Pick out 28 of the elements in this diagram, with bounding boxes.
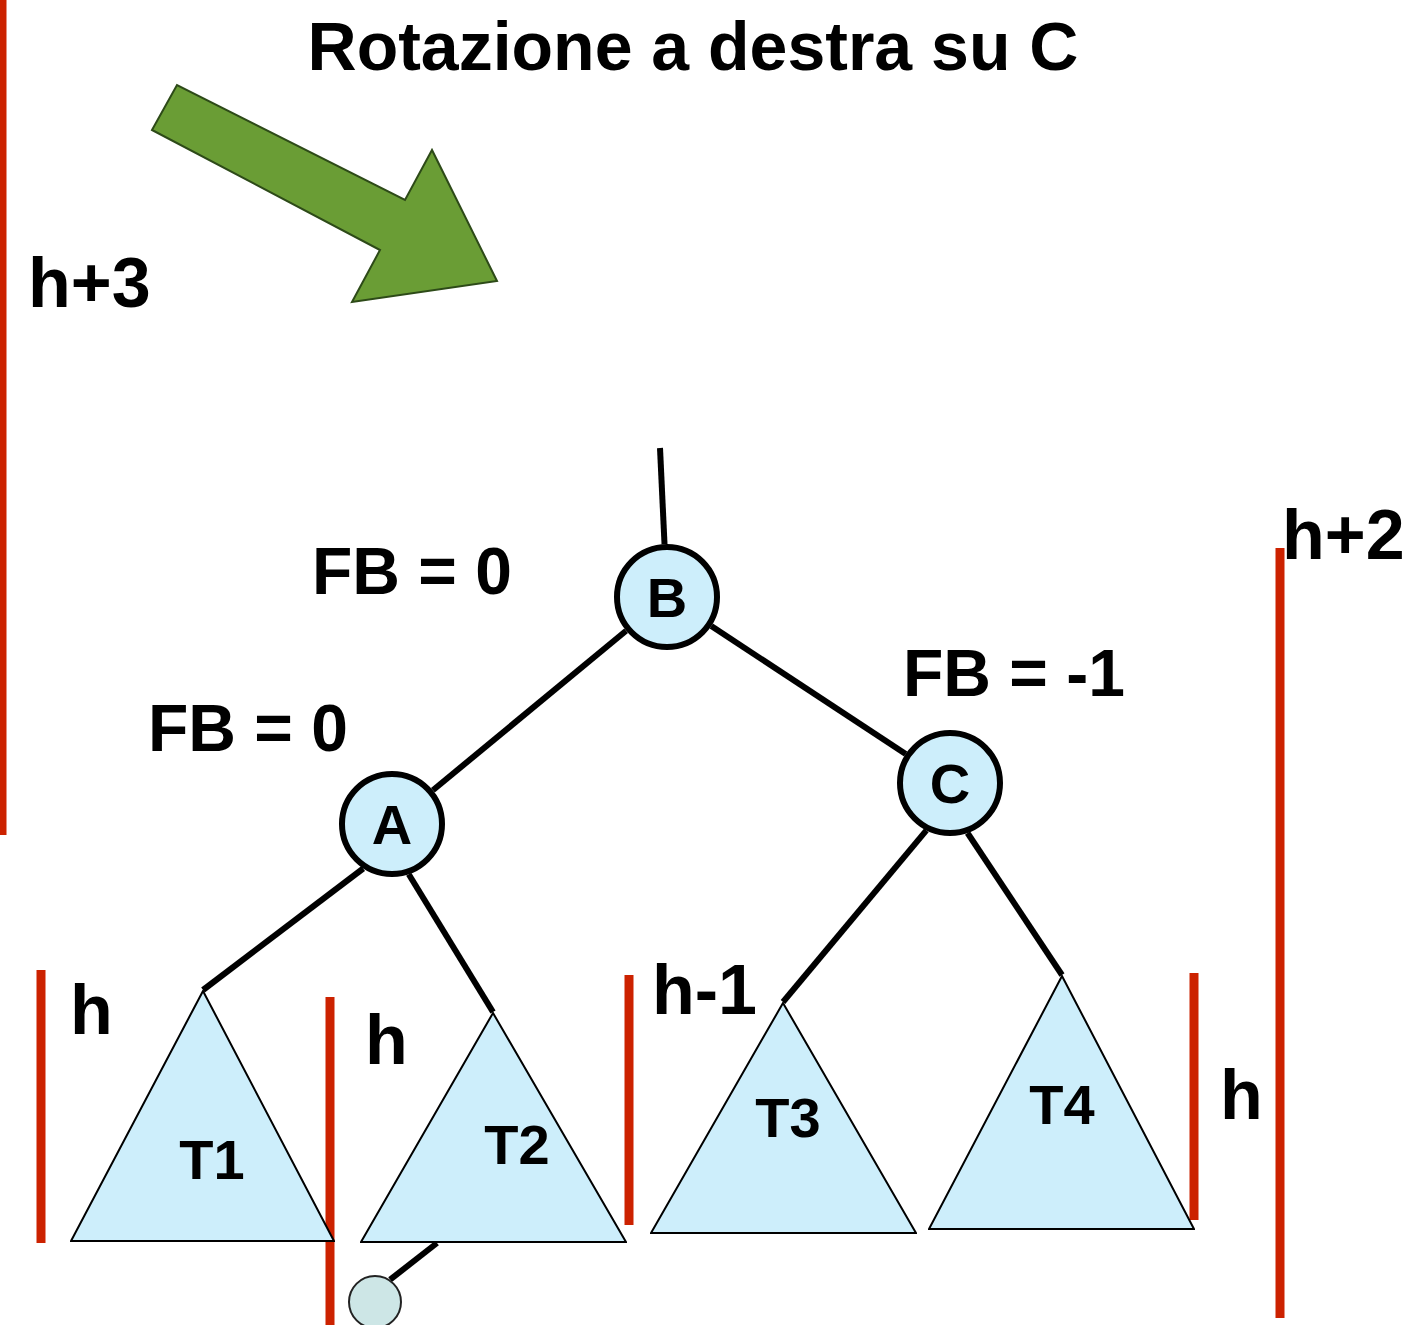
height-label: h — [70, 975, 113, 1045]
balance-factor-label: FB = -1 — [903, 640, 1125, 706]
subtree-label: T1 — [179, 1132, 245, 1188]
height-label: h-1 — [652, 955, 757, 1025]
balance-factor-label: FB = 0 — [312, 538, 512, 604]
subtree-label: T2 — [484, 1117, 550, 1173]
height-label: h+2 — [1282, 500, 1405, 570]
tree-node-circle: C — [897, 730, 1003, 836]
connector-line — [388, 1240, 439, 1282]
leaf-circle — [348, 1275, 402, 1325]
subtree-triangle — [928, 975, 1195, 1230]
height-label: h — [1220, 1060, 1263, 1130]
subtree-triangle — [360, 1012, 627, 1243]
balance-factor-label: FB = 0 — [148, 695, 348, 761]
height-label: h+3 — [28, 248, 151, 318]
connector-line — [406, 872, 496, 1014]
height-label: h — [365, 1005, 408, 1075]
connector-line — [657, 447, 668, 545]
subtree-label: T4 — [1029, 1077, 1095, 1133]
connector-line — [780, 828, 929, 1004]
connector-line — [709, 623, 908, 757]
connector-line — [201, 866, 365, 993]
connector-line — [965, 831, 1065, 977]
tree-node-circle: B — [614, 544, 720, 650]
subtree-label: T3 — [755, 1090, 821, 1146]
connector-line — [430, 628, 629, 793]
diagram-title: Rotazione a destra su C — [306, 12, 1080, 80]
tree-node-circle: A — [339, 771, 445, 877]
